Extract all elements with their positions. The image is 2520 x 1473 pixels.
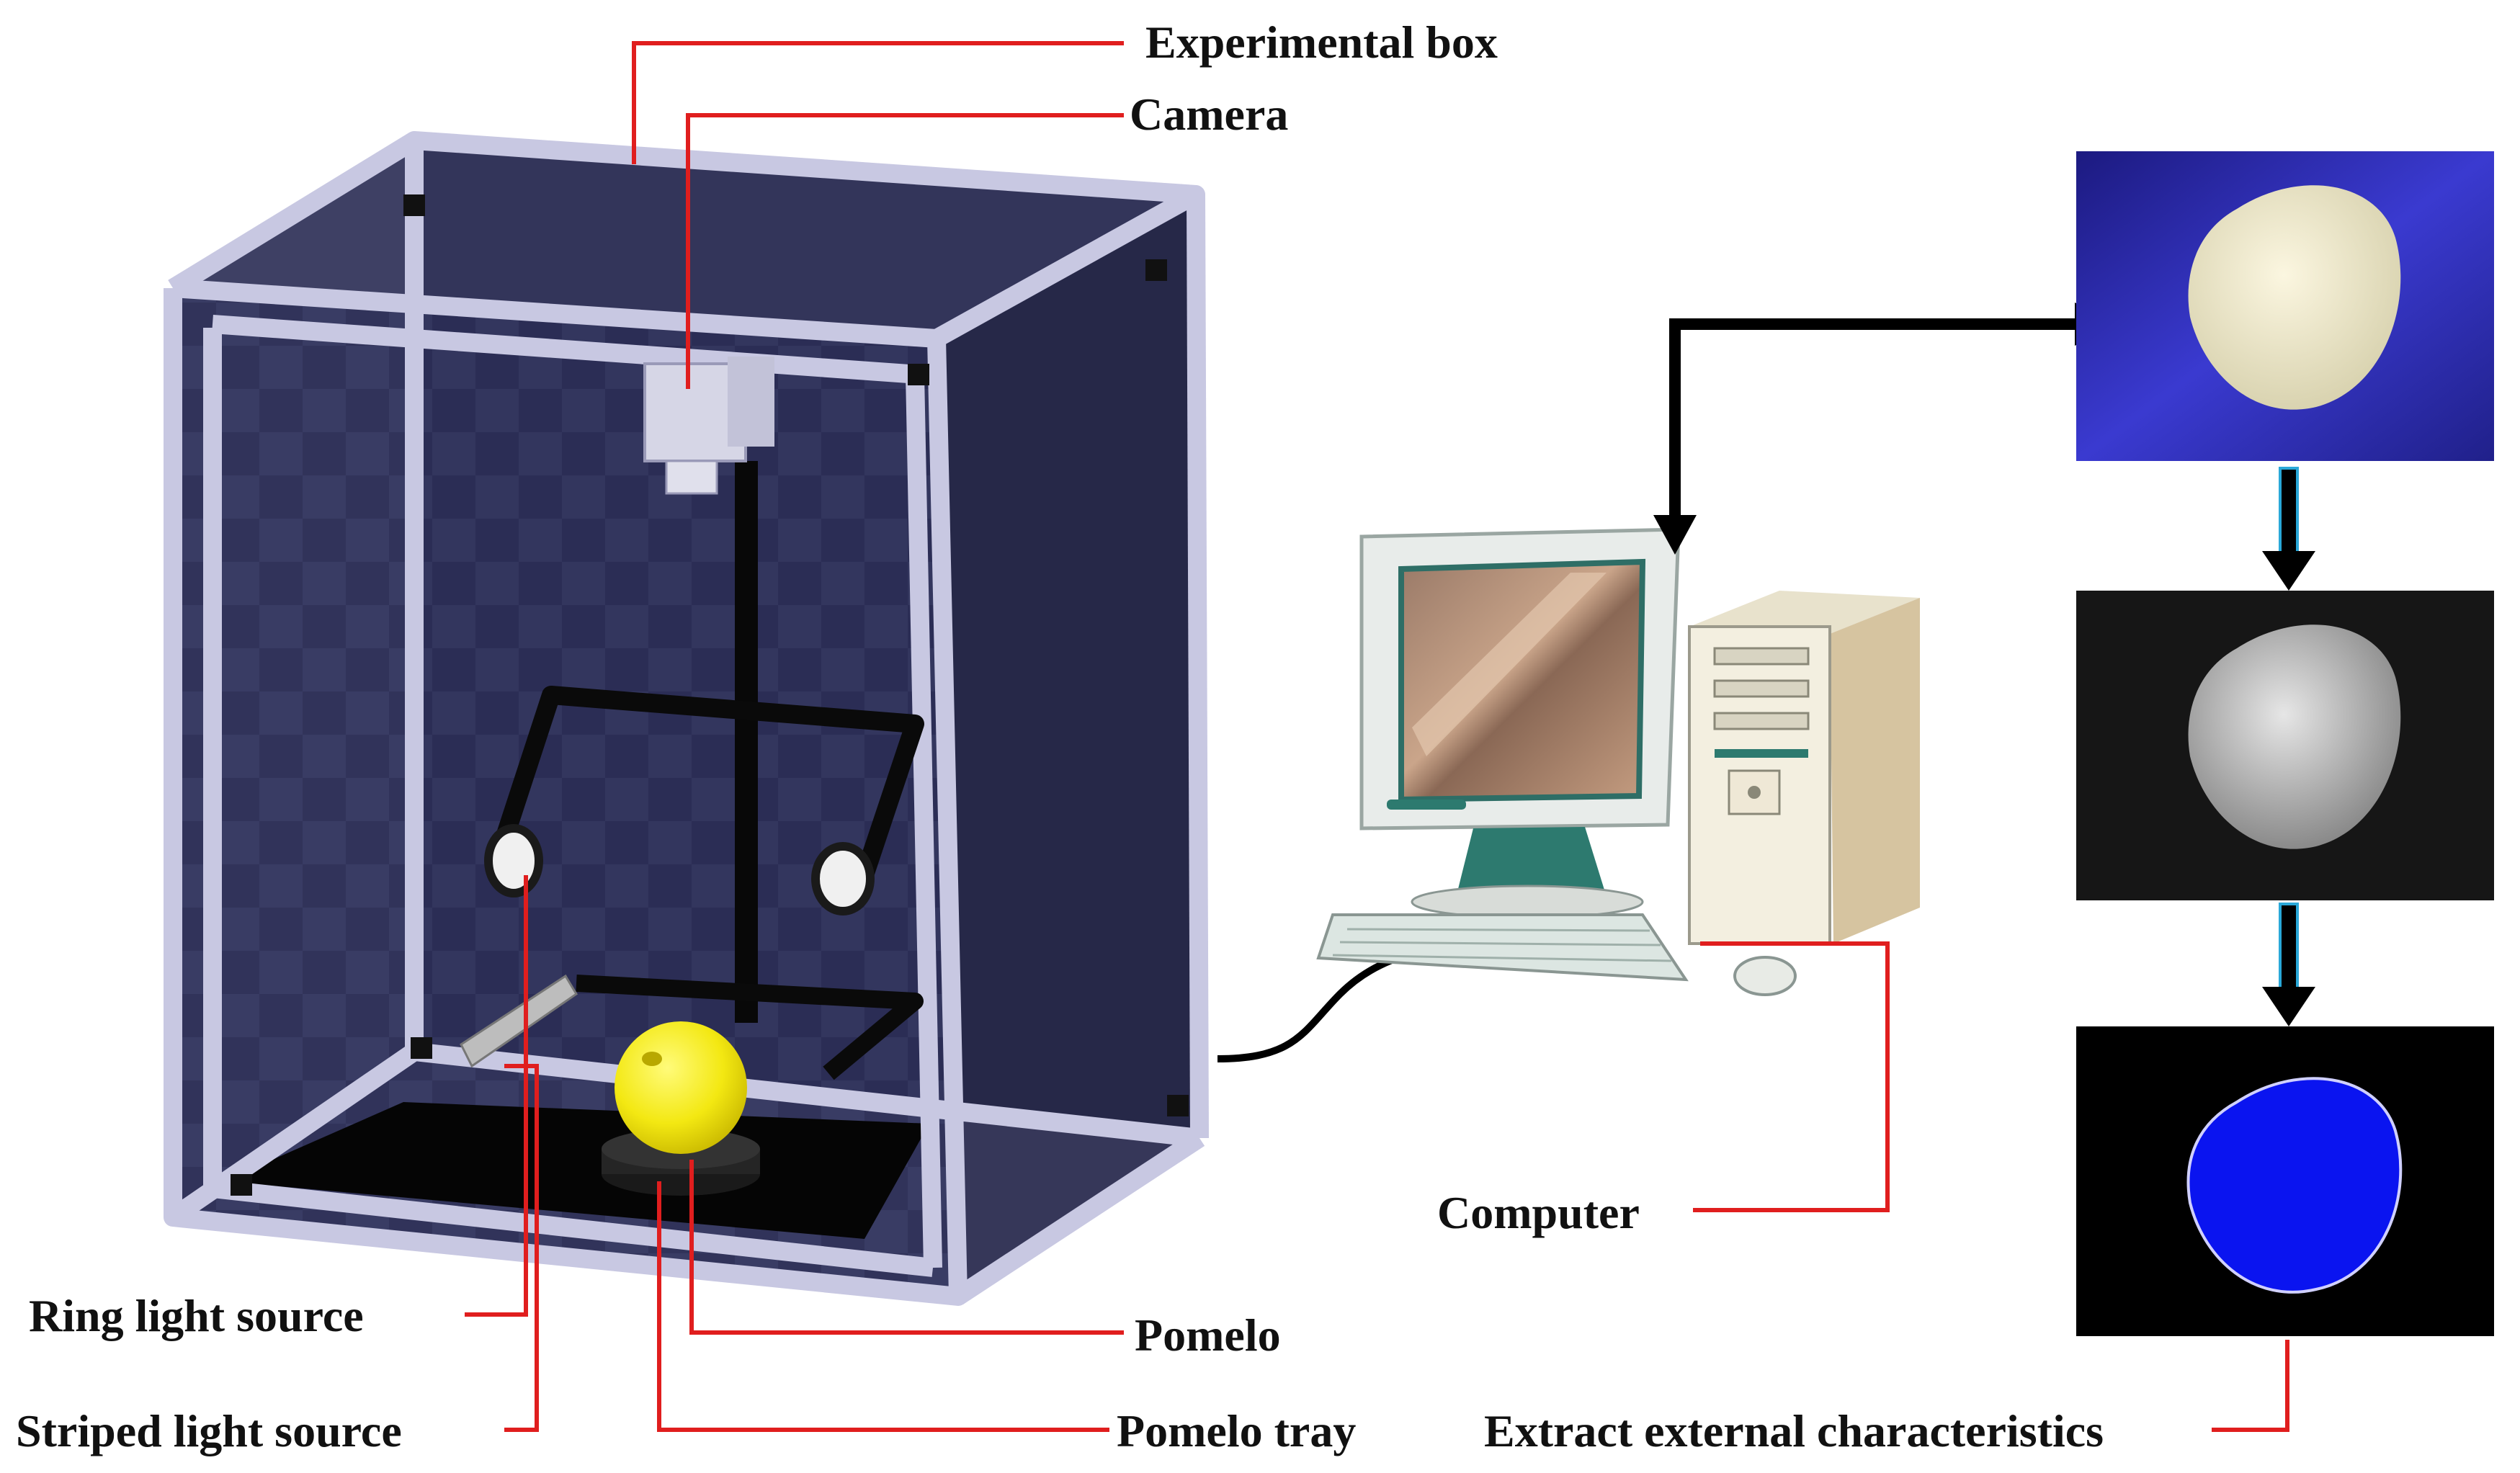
box-frame — [164, 131, 1209, 1306]
box-top-panel — [173, 140, 1196, 339]
left-ring-light — [484, 824, 543, 897]
camera-assembly — [643, 357, 774, 1023]
segmented-image-panel — [2076, 1026, 2494, 1336]
right-ring-light — [811, 842, 875, 915]
ring-light-source-label: Ring light source — [29, 1290, 364, 1341]
gray-to-segmented-arrow — [2279, 903, 2299, 992]
computer-leader — [1693, 941, 1890, 1212]
grayscale-image-panel — [2076, 591, 2494, 900]
striped-light-source — [460, 974, 578, 1068]
camera-mount — [728, 357, 774, 447]
raw-pomelo-image — [2188, 185, 2401, 410]
monitor-stand — [1455, 827, 1607, 900]
experimental-box-leader — [632, 41, 1124, 164]
striped-light-leader — [504, 1064, 539, 1432]
experimental-box — [164, 131, 1209, 1306]
striped-light-source-label: Striped light source — [16, 1405, 402, 1456]
computer-to-image-arrow — [1669, 318, 2075, 533]
camera-label: Camera — [1130, 89, 1288, 140]
camera-pole — [735, 461, 758, 1023]
extract-characteristics-leader — [2212, 1340, 2289, 1432]
grayscale-pomelo-image — [2188, 624, 2401, 849]
ring-light-leader — [465, 875, 528, 1317]
raw-color-image-panel — [2076, 151, 2494, 461]
leader-lines — [465, 41, 2289, 1432]
box-front-panel — [173, 288, 958, 1297]
pomelo-tray-leader — [657, 1181, 1109, 1432]
camera-leader — [686, 113, 1124, 389]
monitor-screen — [1398, 558, 1646, 803]
pomelo-leader — [689, 1160, 1124, 1335]
striped-light-bars — [460, 974, 924, 1080]
frame-corner-brackets — [231, 194, 1189, 1196]
raw-to-gray-arrow — [2279, 467, 2299, 556]
computer — [1316, 527, 1920, 996]
experimental-box-label: Experimental box — [1145, 17, 1498, 68]
camera-lens — [665, 460, 718, 495]
pomelo-tray-label: Pomelo tray — [1117, 1405, 1356, 1456]
pomelo — [615, 1021, 747, 1154]
mouse — [1733, 956, 1797, 996]
computer-label: Computer — [1437, 1187, 1640, 1238]
box-floor — [223, 1102, 929, 1239]
pomelo-label: Pomelo — [1135, 1309, 1281, 1361]
extract-external-characteristics-label: Extract external characteristics — [1484, 1405, 2104, 1456]
segmented-pomelo-mask — [2186, 1077, 2403, 1294]
